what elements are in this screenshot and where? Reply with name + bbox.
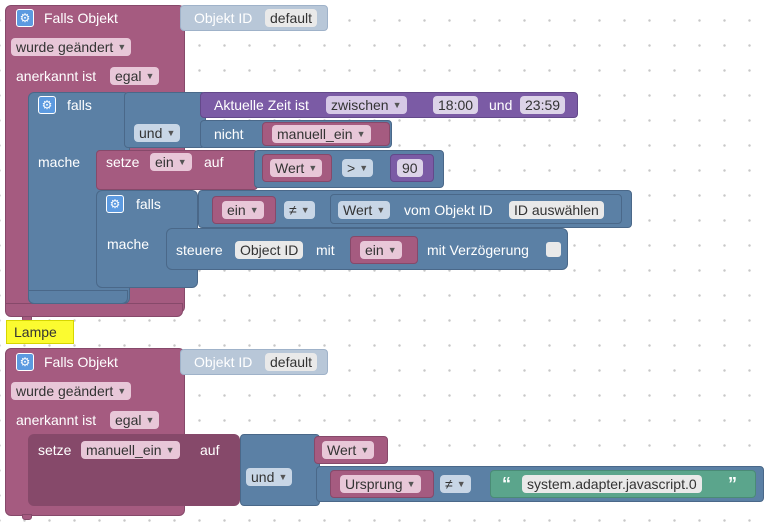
chevron-down-icon: ▼	[117, 42, 127, 52]
ack-label-2: anerkannt ist	[16, 412, 97, 428]
id-select-field[interactable]: ID auswählen	[509, 201, 604, 219]
chevron-down-icon: ▼	[456, 479, 466, 489]
time-op-select[interactable]: zwischen▼	[326, 96, 407, 114]
gear-icon[interactable]: ⚙	[106, 195, 124, 213]
chevron-down-icon: ▼	[356, 129, 366, 139]
if-2-wert-select[interactable]: Wert▼	[338, 201, 391, 219]
string-value[interactable]: system.adapter.javascript.0	[522, 475, 702, 493]
compare-op-1-label: >	[347, 160, 356, 176]
delay-label: mit Verzögerung	[427, 242, 529, 258]
set-2-auf: auf	[200, 442, 220, 458]
if-2-var-select[interactable]: ein▼	[222, 201, 264, 219]
control-mit: mit	[316, 242, 335, 258]
ack-select-2[interactable]: egal▼	[110, 411, 160, 429]
manual-var-label: manuell_ein	[277, 126, 353, 142]
chevron-down-icon: ▼	[360, 445, 370, 455]
close-quote: ”	[728, 474, 737, 494]
object-id-value-1[interactable]: default	[265, 9, 318, 27]
comment-text: Lampe	[14, 324, 57, 340]
if-2-mache: mache	[107, 236, 150, 252]
trigger-1-title: Falls Objekt	[44, 10, 118, 26]
time-to[interactable]: 23:59	[520, 96, 566, 114]
ack-select-2-label: egal	[115, 412, 142, 428]
set-2-var-select[interactable]: manuell_ein▼	[81, 441, 180, 459]
chevron-down-icon: ▼	[300, 205, 310, 215]
chevron-down-icon: ▼	[249, 205, 259, 215]
control-object-id[interactable]: Object ID	[235, 241, 304, 259]
chevron-down-icon: ▼	[117, 386, 127, 396]
gear-icon[interactable]: ⚙	[16, 9, 34, 27]
chevron-down-icon: ▼	[278, 472, 288, 482]
compare-op-select-1[interactable]: >▼	[342, 159, 374, 177]
object-id-value-2[interactable]: default	[265, 353, 318, 371]
chevron-down-icon: ▼	[376, 205, 386, 215]
from-object-label: vom Objekt ID	[404, 202, 493, 218]
not-label: nicht	[214, 126, 244, 142]
chevron-down-icon: ▼	[308, 163, 318, 173]
changed-select-2[interactable]: wurde geändert▼	[11, 382, 132, 400]
if-2-neq-select[interactable]: ≠▼	[284, 201, 315, 219]
set-1-var-label: ein	[155, 154, 174, 170]
and-select-1[interactable]: und▼	[134, 124, 181, 142]
if-2-var-label: ein	[227, 202, 246, 218]
gear-icon[interactable]: ⚙	[38, 96, 56, 114]
origin-select[interactable]: Ursprung▼	[340, 475, 421, 493]
chevron-down-icon: ▼	[392, 100, 402, 110]
trigger-block-2-tail	[22, 514, 32, 520]
origin-select-label: Ursprung	[345, 476, 403, 492]
object-id-label-2: Objekt ID	[194, 354, 253, 370]
if-2-wert-label: Wert	[343, 202, 373, 218]
ack-select-1[interactable]: egal▼	[110, 67, 160, 85]
control-var-select[interactable]: ein▼	[360, 241, 402, 259]
time-label: Aktuelle Zeit ist	[214, 97, 309, 113]
chevron-down-icon: ▼	[387, 245, 397, 255]
control-var-label: ein	[365, 242, 384, 258]
trigger-block-1-bottom	[5, 303, 183, 317]
chevron-down-icon: ▼	[177, 157, 187, 167]
manual-var-select[interactable]: manuell_ein▼	[272, 125, 371, 143]
time-and: und	[489, 97, 513, 113]
if-1-falls: falls	[67, 97, 92, 113]
trigger-2-title: Falls Objekt	[44, 354, 118, 370]
chevron-down-icon: ▼	[166, 128, 176, 138]
changed-select-2-label: wurde geändert	[16, 383, 114, 399]
set-2-neq-label: ≠	[445, 476, 453, 492]
and-select-2[interactable]: und▼	[246, 468, 293, 486]
comment-note[interactable]	[6, 320, 74, 344]
if-2-falls: falls	[136, 196, 161, 212]
time-op-label: zwischen	[331, 97, 389, 113]
gear-icon[interactable]: ⚙	[16, 353, 34, 371]
set-1-auf: auf	[204, 154, 224, 170]
wert-select-1-label: Wert	[275, 160, 305, 176]
chevron-down-icon: ▼	[359, 163, 369, 173]
control-label: steuere	[176, 242, 223, 258]
if-1-mache: mache	[38, 154, 81, 170]
set-2-setze: setze	[38, 442, 72, 458]
chevron-down-icon: ▼	[145, 415, 155, 425]
chevron-down-icon: ▼	[406, 479, 416, 489]
if-block-1-bottom	[28, 290, 128, 304]
ack-select-1-label: egal	[115, 68, 142, 84]
open-quote: “	[502, 474, 511, 494]
time-from[interactable]: 18:00	[433, 96, 479, 114]
and-select-2-label: und	[251, 469, 275, 485]
set-2-neq-select[interactable]: ≠▼	[440, 475, 471, 493]
wert-select-1[interactable]: Wert▼	[270, 159, 323, 177]
changed-select-1-label: wurde geändert	[16, 39, 114, 55]
chevron-down-icon: ▼	[165, 445, 175, 455]
set-2-wert-select[interactable]: Wert▼	[322, 441, 375, 459]
set-1-setze: setze	[106, 154, 140, 170]
set-2-wert-label: Wert	[327, 442, 357, 458]
number-field[interactable]: 90	[397, 159, 423, 177]
if-2-neq-label: ≠	[289, 202, 297, 218]
changed-select-1[interactable]: wurde geändert▼	[11, 38, 132, 56]
delay-checkbox[interactable]	[546, 242, 561, 257]
and-select-1-label: und	[139, 125, 163, 141]
object-id-label-1: Objekt ID	[194, 10, 253, 26]
set-2-var-label: manuell_ein	[86, 442, 162, 458]
set-1-var-select[interactable]: ein▼	[150, 153, 192, 171]
ack-label-1: anerkannt ist	[16, 68, 97, 84]
chevron-down-icon: ▼	[145, 71, 155, 81]
